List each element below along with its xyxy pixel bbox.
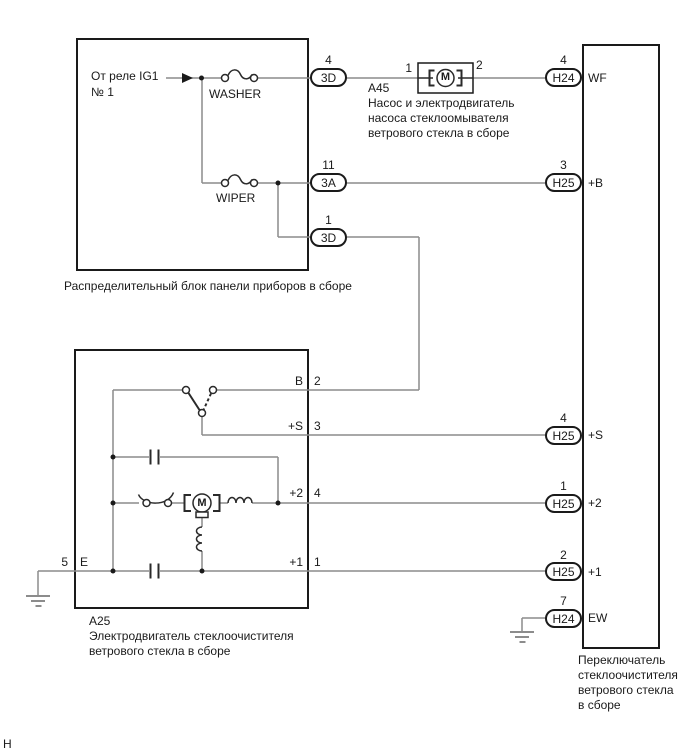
connector-3a-11: 3A bbox=[310, 173, 347, 192]
wiper-motor-id: A25 bbox=[89, 614, 111, 628]
source-label-line2: № 1 bbox=[91, 85, 114, 99]
a25-pin-num-2: 4 bbox=[314, 486, 321, 500]
terminal-pin: 4 bbox=[560, 53, 567, 67]
a25-pin-num-1: 1 bbox=[314, 555, 321, 569]
wiper-switch-label2: стеклоочистителя bbox=[578, 668, 678, 682]
wiper-switch-label1: Переключатель bbox=[578, 653, 666, 667]
park-switch-icon bbox=[181, 385, 218, 418]
junction-dots bbox=[110, 75, 281, 574]
inductor-icon-horizontal bbox=[227, 496, 253, 504]
terminal-label-wf: WF bbox=[588, 71, 607, 85]
terminal-pin: 7 bbox=[560, 594, 567, 608]
wiper-switch-label3: ветрового стекла bbox=[578, 683, 674, 697]
inductor-icon-vertical bbox=[195, 526, 203, 552]
terminal-label-ew: EW bbox=[588, 611, 608, 625]
connector-3d-1: 3D bbox=[310, 228, 347, 247]
connector-h25-b: H25 bbox=[545, 173, 582, 192]
connector-h25-1: H25 bbox=[545, 562, 582, 581]
wiper-motor-letter: M bbox=[197, 497, 207, 509]
wiper-motor-desc1: Электродвигатель стеклоочистителя bbox=[89, 629, 294, 643]
connector-pin: 11 bbox=[322, 158, 335, 172]
wiper-motor-desc2: ветрового стекла в сборе bbox=[89, 644, 231, 658]
connector-h25-2: H25 bbox=[545, 494, 582, 513]
source-label-line1: От реле IG1 bbox=[91, 69, 159, 83]
connector-h24-wf: H24 bbox=[545, 68, 582, 87]
washer-motor-desc3: ветрового стекла в сборе bbox=[368, 126, 510, 140]
washer-motor-pin-left: 1 bbox=[405, 61, 412, 75]
wiper-motor-box bbox=[74, 349, 309, 609]
a25-pin-label-1: +1 bbox=[289, 555, 303, 569]
wiper-switch-box bbox=[582, 44, 660, 649]
washer-motor-id: A45 bbox=[368, 81, 390, 95]
junction-block-box bbox=[76, 38, 309, 271]
terminal-label-1: +1 bbox=[588, 565, 602, 579]
connector-h25-s: H25 bbox=[545, 426, 582, 445]
connector-3d-4: 3D bbox=[310, 68, 347, 87]
a25-pin-label-e: E bbox=[80, 555, 89, 569]
circuit-breaker-icon bbox=[137, 492, 175, 508]
fuse-washer-icon bbox=[220, 69, 259, 83]
a25-pin-num-s: 3 bbox=[314, 419, 321, 433]
fuse-wiper-label: WIPER bbox=[216, 191, 256, 205]
connector-h24-ew: H24 bbox=[545, 609, 582, 628]
terminal-pin: 3 bbox=[560, 158, 567, 172]
fuse-wiper-icon bbox=[220, 174, 259, 188]
a25-pin-num-b: 2 bbox=[314, 374, 321, 388]
arrow-icon bbox=[182, 73, 193, 83]
washer-motor-icon bbox=[417, 62, 474, 94]
terminal-pin: 1 bbox=[560, 479, 567, 493]
wiper-switch-label4: в сборе bbox=[578, 698, 621, 712]
ground-icon-left bbox=[26, 595, 50, 607]
connector-pin: 4 bbox=[325, 53, 332, 67]
terminal-pin: 2 bbox=[560, 548, 567, 562]
page-marker: H bbox=[3, 737, 12, 751]
capacitor-icon-lower bbox=[149, 563, 160, 579]
a25-pin-label-s: +S bbox=[287, 419, 303, 433]
junction-block-label: Распределительный блок панели приборов в… bbox=[64, 279, 352, 293]
washer-motor-pin-right: 2 bbox=[476, 58, 483, 72]
terminal-pin: 4 bbox=[560, 411, 567, 425]
washer-motor-desc2: насоса стеклоомывателя bbox=[368, 111, 509, 125]
terminal-label-2: +2 bbox=[588, 496, 602, 510]
a25-pin-num-e: 5 bbox=[61, 555, 68, 569]
wiper-motor-icon bbox=[183, 493, 221, 519]
washer-motor-letter: M bbox=[440, 71, 451, 83]
capacitor-icon-upper bbox=[149, 449, 160, 465]
terminal-label-s: +S bbox=[588, 428, 604, 442]
a25-pin-label-2: +2 bbox=[289, 486, 303, 500]
ground-icon-right bbox=[510, 631, 534, 643]
washer-motor-desc1: Насос и электродвигатель bbox=[368, 96, 515, 110]
terminal-label-b: +B bbox=[588, 176, 604, 190]
wires bbox=[37, 77, 563, 631]
connector-pin: 1 bbox=[325, 213, 332, 227]
fuse-washer-label: WASHER bbox=[209, 87, 262, 101]
a25-pin-label-b: B bbox=[294, 374, 303, 388]
